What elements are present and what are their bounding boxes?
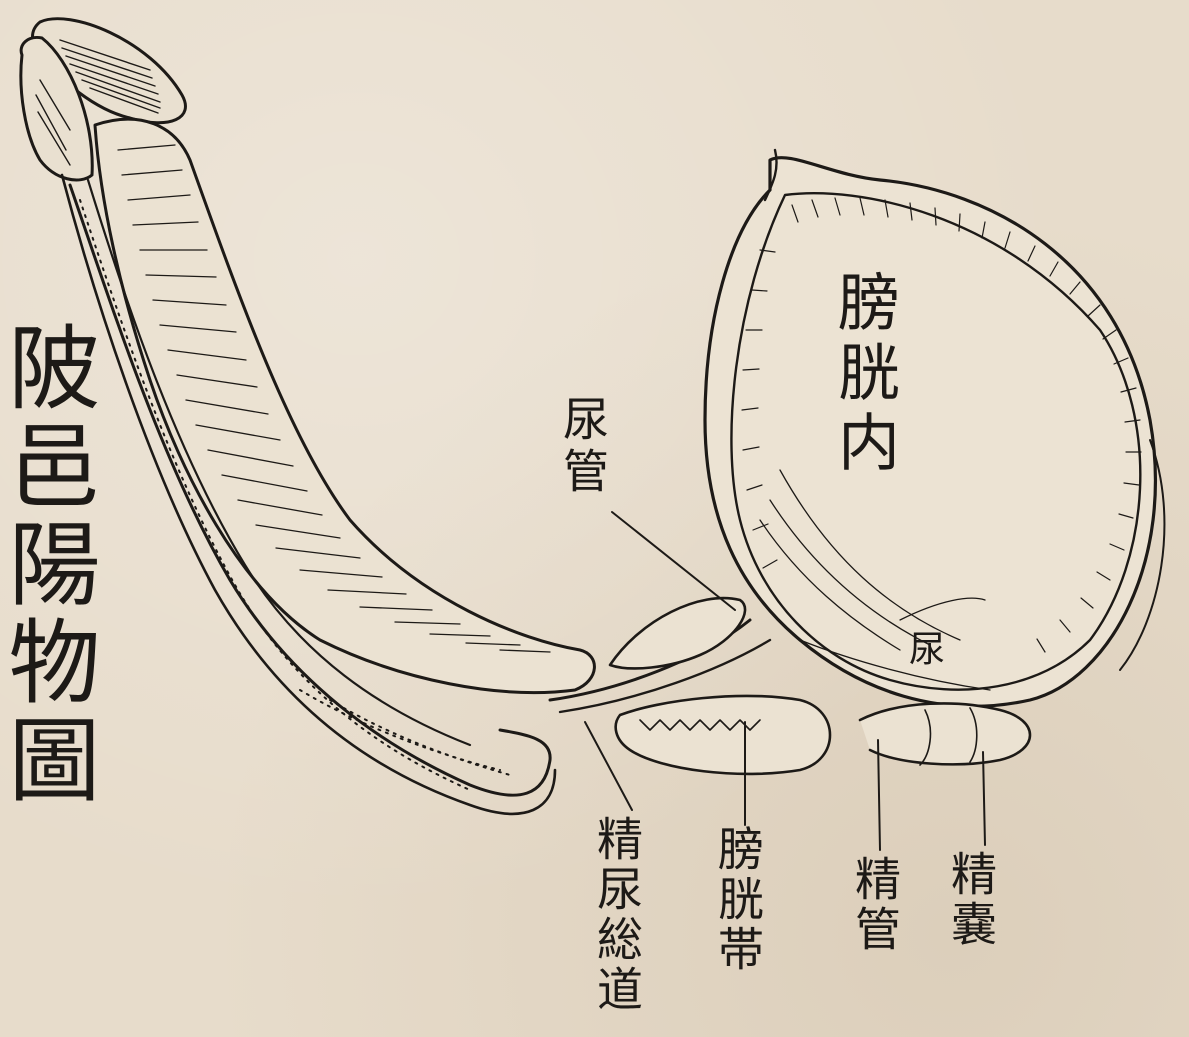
- label-seminal-vesicle: 精嚢: [948, 850, 994, 950]
- label-urine-mark: 尿: [905, 630, 941, 668]
- label-ureter: 尿管: [560, 395, 606, 499]
- label-bladder-ligament: 膀胱帯: [715, 825, 761, 975]
- shaft-drawing: [62, 119, 594, 814]
- label-bladder-inside: 膀胱内: [832, 270, 894, 480]
- page-title: 陂邑陽物圖: [0, 320, 92, 810]
- label-common-duct: 精尿総道: [594, 815, 640, 1015]
- label-vas-deferens: 精管: [852, 855, 898, 955]
- bladder-drawing: [705, 150, 1164, 706]
